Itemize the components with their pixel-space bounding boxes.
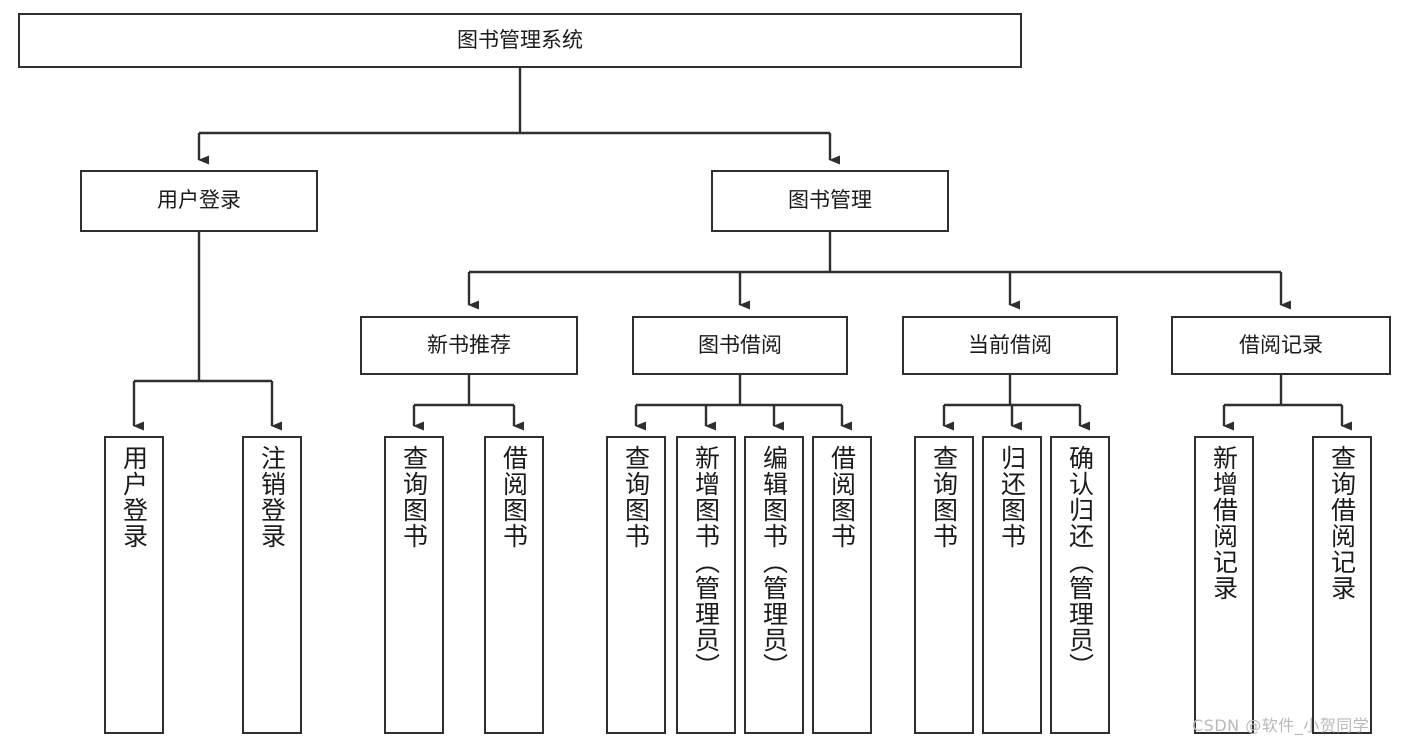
node-label: 查询图书 xyxy=(621,445,651,549)
node-label: 用户登录 xyxy=(119,445,149,549)
node-label: 图书管理系统 xyxy=(457,27,583,52)
node-label: 借阅图书 xyxy=(827,445,857,549)
node-label: 归还图书 xyxy=(997,445,1027,549)
leaf-borrow-query-book[interactable]: 查询图书 xyxy=(606,436,666,734)
node-label: 查询图书 xyxy=(929,445,959,549)
node-label: 当前借阅 xyxy=(968,332,1052,357)
node-label: 图书管理 xyxy=(788,188,872,213)
node-borrow-record[interactable]: 借阅记录 xyxy=(1171,316,1391,375)
node-label: 用户登录 xyxy=(157,188,241,213)
leaf-user-login-logout[interactable]: 注销登录 xyxy=(242,436,302,734)
leaf-record-query-record[interactable]: 查询借阅记录 xyxy=(1312,436,1372,734)
node-label: 确认归还（管理员） xyxy=(1065,445,1095,679)
node-new-book-recommend[interactable]: 新书推荐 xyxy=(360,316,578,375)
node-book-borrow[interactable]: 图书借阅 xyxy=(632,316,848,375)
leaf-user-login-login[interactable]: 用户登录 xyxy=(104,436,164,734)
node-label: 借阅图书 xyxy=(499,445,529,549)
node-label: 编辑图书（管理员） xyxy=(759,445,789,679)
leaf-current-return-book[interactable]: 归还图书 xyxy=(982,436,1042,734)
node-label: 查询借阅记录 xyxy=(1327,445,1357,601)
node-label: 查询图书 xyxy=(399,445,429,549)
node-current-borrow[interactable]: 当前借阅 xyxy=(902,316,1118,375)
leaf-borrow-borrow-book[interactable]: 借阅图书 xyxy=(812,436,872,734)
leaf-current-query-book[interactable]: 查询图书 xyxy=(914,436,974,734)
leaf-current-confirm-return-admin[interactable]: 确认归还（管理员） xyxy=(1050,436,1110,734)
node-user-login[interactable]: 用户登录 xyxy=(80,170,318,232)
leaf-recommend-query-book[interactable]: 查询图书 xyxy=(384,436,444,734)
leaf-borrow-edit-book-admin[interactable]: 编辑图书（管理员） xyxy=(744,436,804,734)
node-label: 新增借阅记录 xyxy=(1209,445,1239,601)
leaf-borrow-add-book-admin[interactable]: 新增图书（管理员） xyxy=(676,436,736,734)
node-book-management[interactable]: 图书管理 xyxy=(711,170,949,232)
node-label: 新书推荐 xyxy=(427,332,511,357)
leaf-recommend-borrow-book[interactable]: 借阅图书 xyxy=(484,436,544,734)
node-label: 借阅记录 xyxy=(1239,332,1323,357)
node-label: 新增图书（管理员） xyxy=(691,445,721,679)
node-label: 注销登录 xyxy=(257,445,287,549)
leaf-record-add-record[interactable]: 新增借阅记录 xyxy=(1194,436,1254,734)
node-label: 图书借阅 xyxy=(698,332,782,357)
node-root-library-system[interactable]: 图书管理系统 xyxy=(18,13,1022,68)
